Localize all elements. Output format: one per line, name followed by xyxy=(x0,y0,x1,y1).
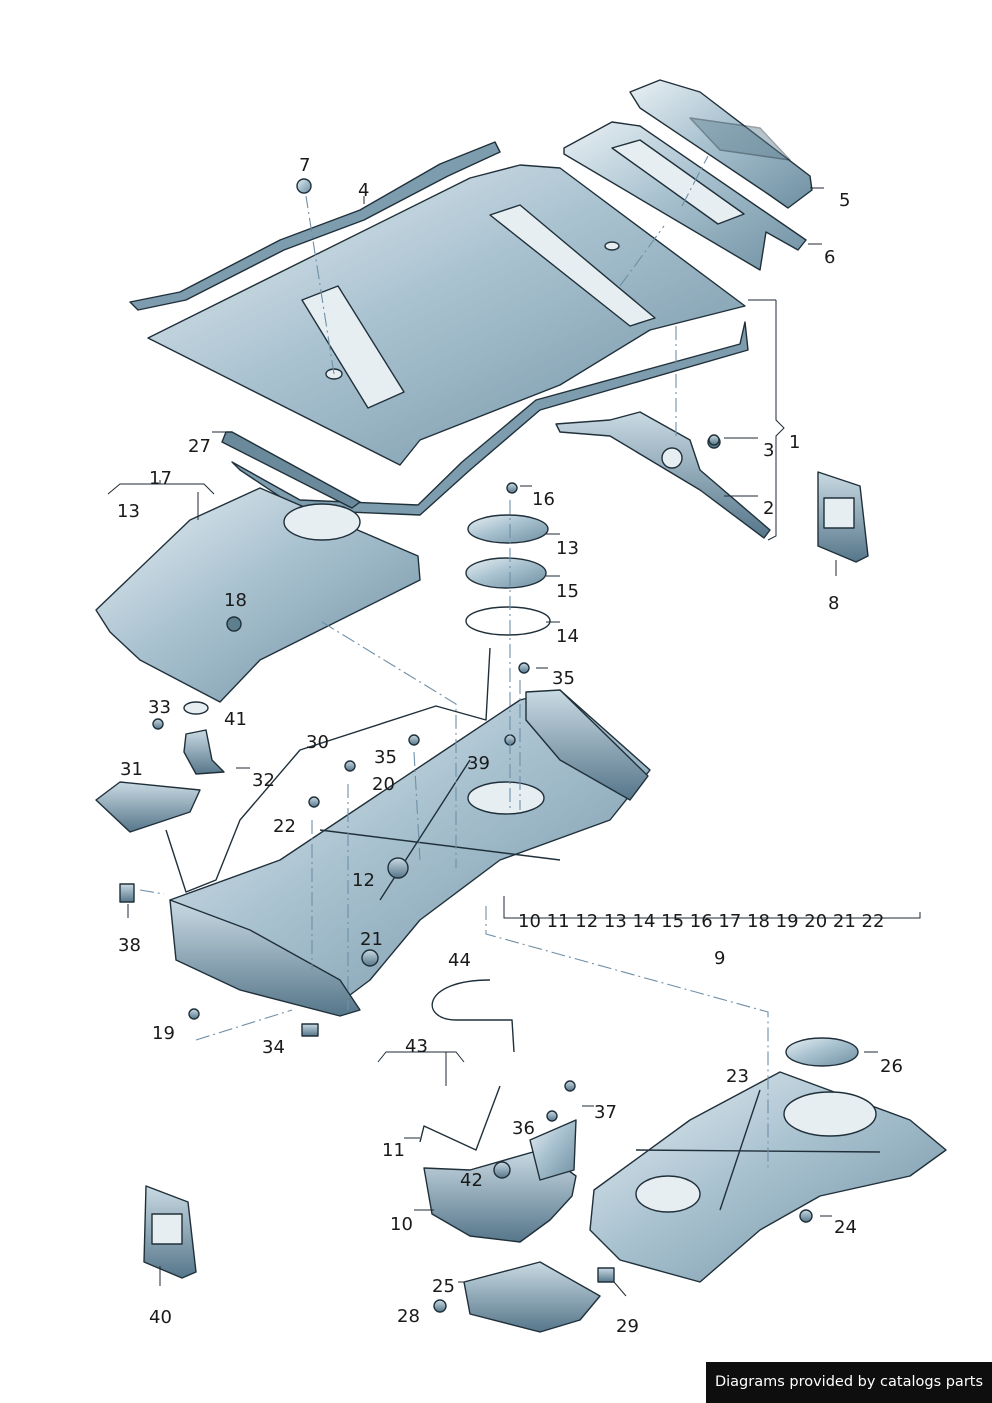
callout-16: 16 xyxy=(532,489,555,510)
callout-2: 2 xyxy=(763,498,774,519)
callout-14: 14 xyxy=(556,626,579,647)
callout-4: 4 xyxy=(358,180,369,201)
leader-lines xyxy=(107,187,921,1297)
callout-26: 26 xyxy=(880,1056,903,1077)
cover-17 xyxy=(95,487,421,703)
callout-8: 8 xyxy=(828,593,839,614)
callout-11: 11 xyxy=(382,1140,405,1161)
bracket-8 xyxy=(817,471,869,563)
seal-26 xyxy=(785,1037,859,1067)
callout-40: 40 xyxy=(149,1307,172,1328)
callout-24: 24 xyxy=(834,1217,857,1238)
cable-44 xyxy=(431,979,515,1053)
callout-43: 43 xyxy=(405,1036,428,1057)
callout-6: 6 xyxy=(824,247,835,268)
callout-21: 21 xyxy=(360,929,383,950)
assembly-lines xyxy=(139,155,769,1170)
callout-17: 17 xyxy=(149,468,172,489)
seal-15 xyxy=(465,557,547,589)
hose-30 xyxy=(165,647,491,893)
callout-22: 22 xyxy=(273,816,296,837)
callout-group-9: 10 11 12 13 14 15 16 17 18 19 20 21 22 xyxy=(518,911,884,932)
callout-20: 20 xyxy=(372,774,395,795)
strip-27 xyxy=(221,431,361,509)
box-25 xyxy=(463,1261,601,1333)
callout-1: 1 xyxy=(789,432,800,453)
callout-5: 5 xyxy=(839,190,850,211)
callout-13-b: 13 xyxy=(556,538,579,559)
callout-12: 12 xyxy=(352,870,375,891)
callout-44: 44 xyxy=(448,950,471,971)
bin-10 xyxy=(423,1119,577,1243)
panel-seal-rear xyxy=(231,321,749,516)
callout-37: 37 xyxy=(594,1102,617,1123)
callout-42: 42 xyxy=(460,1170,483,1191)
callout-29: 29 xyxy=(616,1316,639,1337)
callout-35-b: 35 xyxy=(552,668,575,689)
callout-32: 32 xyxy=(252,770,275,791)
callout-33: 33 xyxy=(148,697,171,718)
callout-3: 3 xyxy=(763,440,774,461)
callout-34: 34 xyxy=(262,1037,285,1058)
callout-39: 39 xyxy=(467,753,490,774)
callout-28: 28 xyxy=(397,1306,420,1327)
trim-6 xyxy=(563,121,807,271)
seal-13 xyxy=(467,514,549,544)
callout-23: 23 xyxy=(726,1066,749,1087)
callout-19: 19 xyxy=(152,1023,175,1044)
callout-30: 30 xyxy=(306,732,329,753)
callout-27: 27 xyxy=(188,436,211,457)
fasteners xyxy=(119,434,813,1313)
trim-5 xyxy=(629,79,813,209)
callout-7: 7 xyxy=(299,155,310,176)
hinge-assembly xyxy=(555,411,771,539)
callout-10-a: 10 xyxy=(390,1214,413,1235)
callout-18: 18 xyxy=(224,590,247,611)
callout-38: 38 xyxy=(118,935,141,956)
callout-9: 9 xyxy=(714,948,725,969)
bracket-40 xyxy=(143,1185,197,1279)
panel-seal-front xyxy=(129,141,501,311)
top-cover-panel xyxy=(147,164,746,466)
callout-35-a: 35 xyxy=(374,747,397,768)
drain-41 xyxy=(183,701,225,775)
bracket-31 xyxy=(95,781,201,833)
plug-7 xyxy=(296,178,312,194)
callout-25: 25 xyxy=(432,1276,455,1297)
cover-23 xyxy=(589,1071,947,1283)
callout-41: 41 xyxy=(224,709,247,730)
callout-13-a: 13 xyxy=(117,501,140,522)
callout-31: 31 xyxy=(120,759,143,780)
attribution-banner: Diagrams provided by catalogs parts xyxy=(706,1362,992,1403)
callout-labels: 1 2 3 4 5 6 7 8 9 10 11 12 13 13 14 15 1… xyxy=(117,155,903,1337)
ring-14 xyxy=(465,606,551,636)
tube-11 xyxy=(419,1085,501,1151)
callout-36: 36 xyxy=(512,1118,535,1139)
callout-15: 15 xyxy=(556,581,579,602)
